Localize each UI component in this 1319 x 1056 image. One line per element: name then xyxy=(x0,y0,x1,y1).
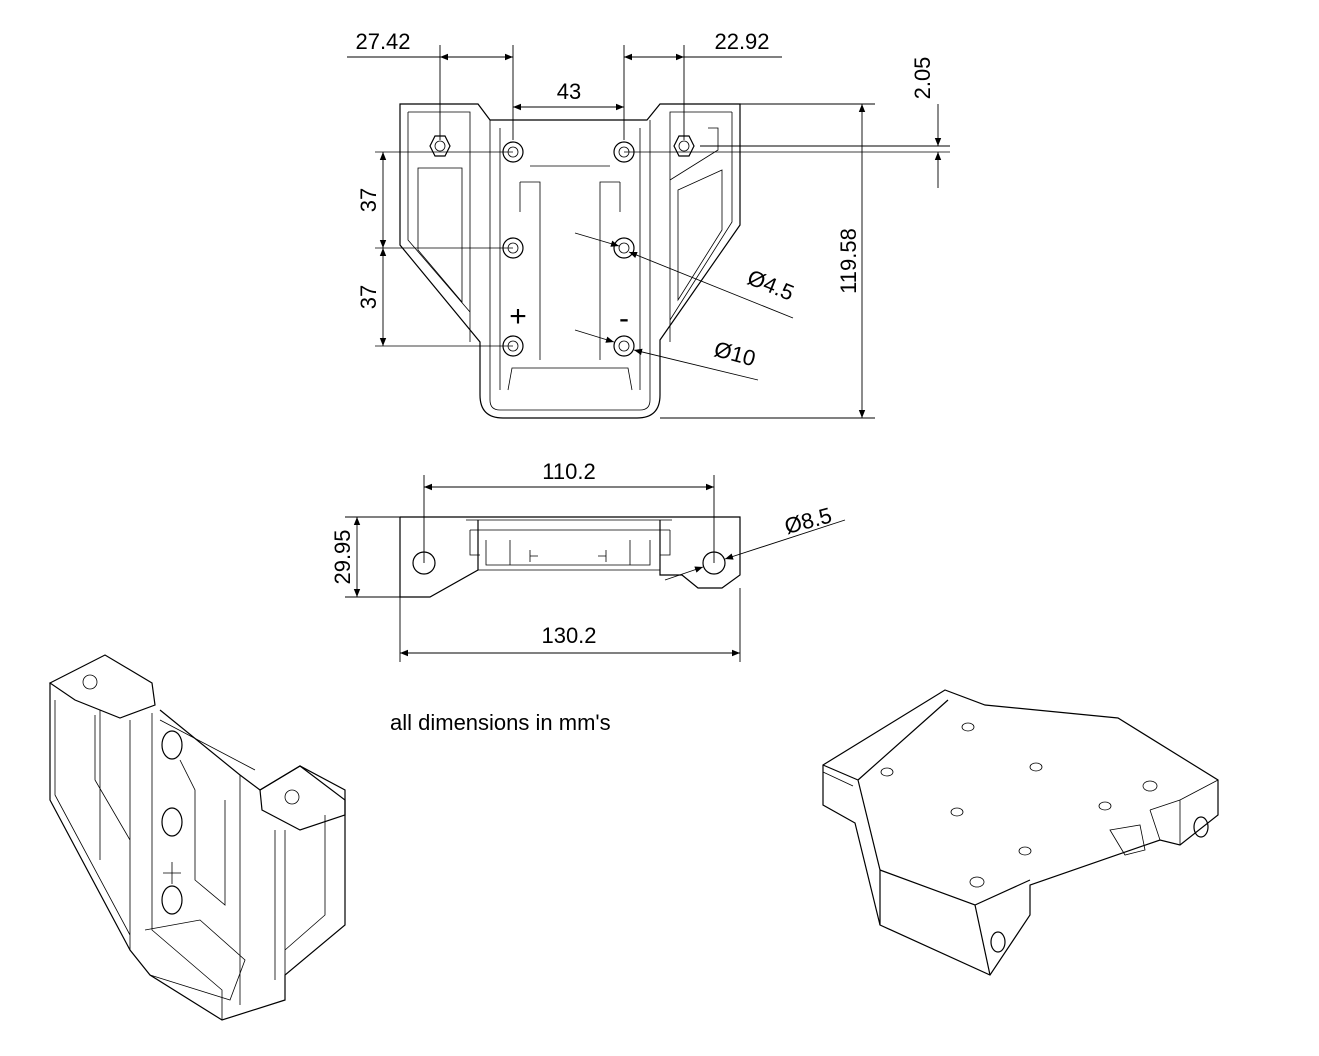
dim-22-92: 22.92 xyxy=(714,29,769,54)
front-view: + - 27.42 22.92 43 119.58 2.05 37 37 Ø4.… xyxy=(347,29,950,419)
dim-2-05: 2.05 xyxy=(910,57,935,100)
dim-29-95: 29.95 xyxy=(330,529,355,584)
dim-dia-8-5: Ø8.5 xyxy=(782,503,835,539)
top-outline xyxy=(399,516,741,598)
dim-27-42: 27.42 xyxy=(355,29,410,54)
nut-right xyxy=(673,135,695,157)
dim-dia-10: Ø10 xyxy=(712,336,759,371)
top-view: 110.2 29.95 130.2 Ø8.5 xyxy=(330,459,846,662)
dim-43: 43 xyxy=(557,79,581,104)
iso-view-front xyxy=(48,654,346,1021)
nut-left xyxy=(429,135,451,157)
dim-130-2: 130.2 xyxy=(541,623,596,648)
dim-119-58: 119.58 xyxy=(836,228,861,294)
dim-37-lower: 37 xyxy=(356,285,381,309)
iso-view-back xyxy=(822,689,1219,976)
dim-37-upper: 37 xyxy=(356,188,381,212)
plus-mark: + xyxy=(509,300,527,333)
minus-mark: - xyxy=(619,302,629,335)
units-note: all dimensions in mm's xyxy=(390,710,611,735)
front-outline xyxy=(399,103,741,419)
dim-dia-4-5: Ø4.5 xyxy=(744,265,798,306)
dim-110-2: 110.2 xyxy=(542,459,595,484)
